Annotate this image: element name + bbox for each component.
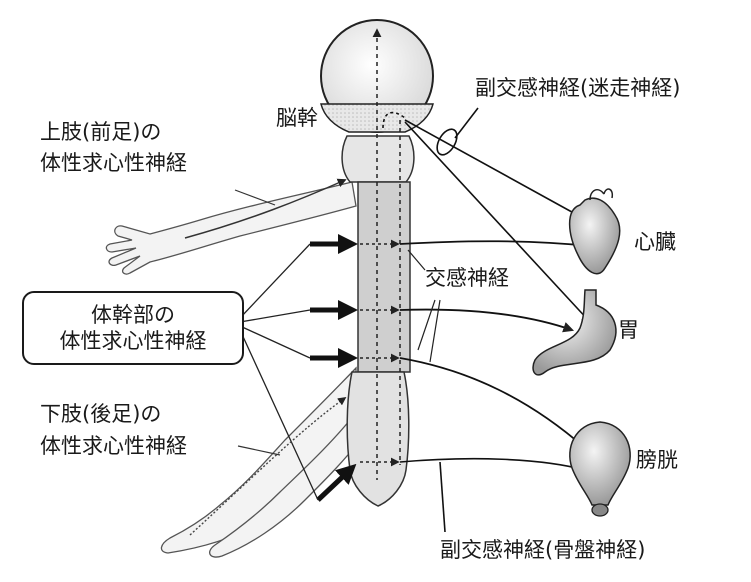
stomach-label: 胃	[618, 318, 639, 343]
bladder-label: 膀胱	[636, 448, 678, 473]
brainstem-label: 脳幹	[276, 106, 318, 131]
cord-upper-bulb	[342, 136, 414, 182]
upper-limb-label-line1: 上肢(前足)の	[40, 120, 161, 145]
trunk-afferent-label-box: 体幹部の 体性求心性神経	[22, 291, 244, 365]
stomach-organ	[533, 290, 616, 375]
sympathetic-label: 交感神経	[425, 266, 509, 291]
parasympathetic-pelvic-label: 副交感神経(骨盤神経)	[440, 538, 645, 563]
body-silhouette	[106, 182, 360, 557]
heart-label: 心臓	[634, 230, 676, 255]
trunk-label-line2: 体性求心性神経	[60, 328, 207, 354]
cord-shaft	[358, 182, 410, 372]
arm-outline	[106, 182, 356, 274]
pelvic-nerve	[400, 459, 585, 532]
bladder-organ	[570, 422, 630, 516]
lower-limb-label-line1: 下肢(後足)の	[40, 402, 161, 427]
brain	[321, 20, 433, 132]
lower-limb-label-line2: 体性求心性神経	[40, 434, 187, 459]
upper-limb-label-line2: 体性求心性神経	[40, 151, 187, 176]
trunk-label-line1: 体幹部の	[91, 302, 175, 328]
parasympathetic-vagus-label: 副交感神経(迷走神経)	[475, 76, 680, 101]
heart-organ	[570, 189, 620, 274]
